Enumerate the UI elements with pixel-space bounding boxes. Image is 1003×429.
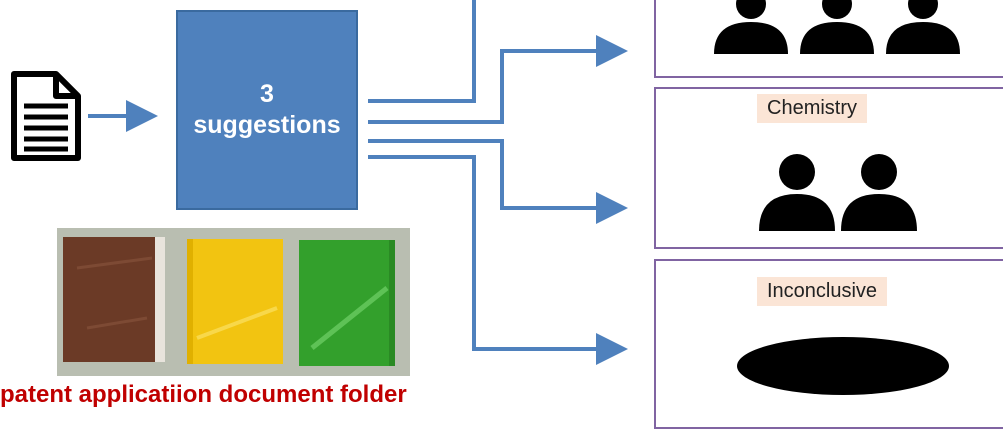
arrow-to-panel-3 [368, 155, 628, 365]
arrow-to-panel-1 [368, 35, 628, 124]
yellow-folder [187, 239, 283, 364]
arrow-to-panel-2 [368, 139, 628, 224]
suggestions-box: 3 suggestions [176, 10, 358, 210]
people-group-3-icon [714, 0, 960, 54]
folders-photo [57, 228, 410, 376]
panel-label-chemistry: Chemistry [757, 94, 868, 123]
suggestions-count: 3 [260, 80, 274, 108]
empty-ellipse-icon [737, 337, 949, 395]
panel-top [654, 0, 1003, 78]
brown-folder [63, 237, 165, 362]
arrow-to-top-panel-exit [368, 0, 476, 103]
document-icon [11, 71, 81, 161]
photo-caption: patent applicatiion document folder [0, 381, 407, 408]
panel-inconclusive: Inconclusive [654, 259, 1003, 429]
flow-arrows [88, 0, 628, 365]
panel-label-inconclusive: Inconclusive [757, 277, 888, 306]
panel-chemistry: Chemistry [654, 87, 1003, 249]
people-group-2-icon [759, 154, 917, 231]
green-folder [299, 240, 395, 366]
suggestions-label: suggestions [193, 111, 341, 139]
